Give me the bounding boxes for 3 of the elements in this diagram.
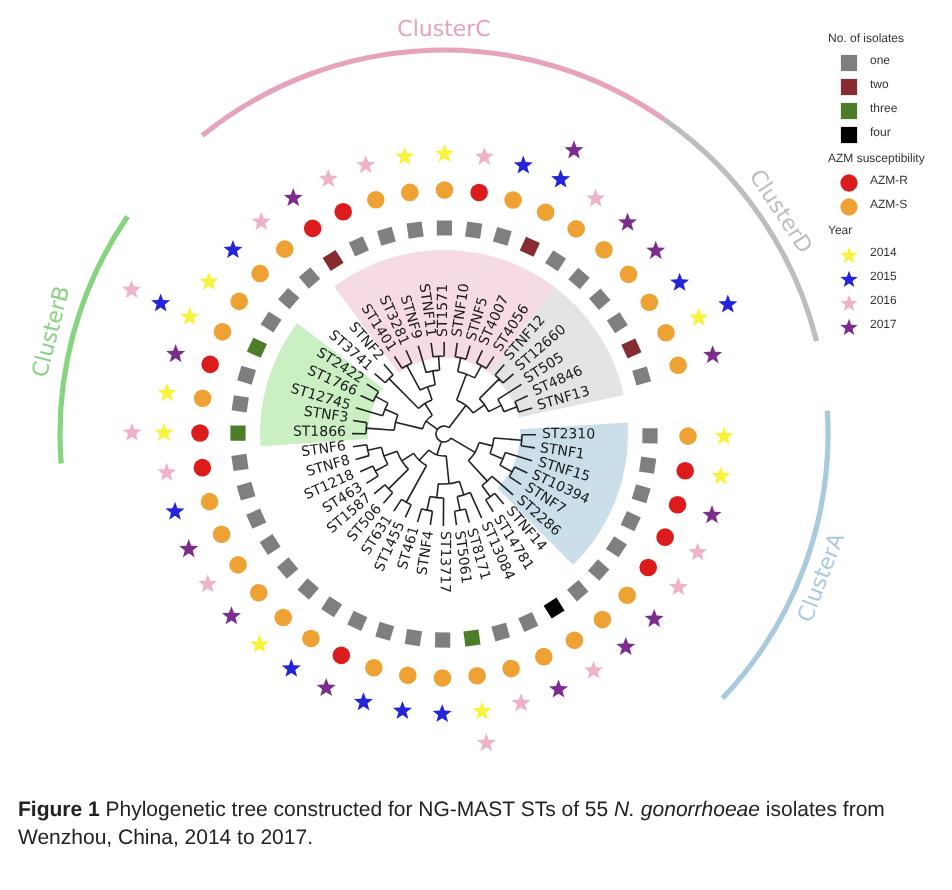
cluster-label: ClusterB (29, 284, 77, 381)
figure-caption: Figure 1 Phylogenetic tree constructed for NG-MAST STs of 55 N. gonorrhoeae isolates from Wenzhou, China, 2014 to 2017. (18, 796, 887, 852)
cluster-label: ClusterC (397, 18, 491, 42)
